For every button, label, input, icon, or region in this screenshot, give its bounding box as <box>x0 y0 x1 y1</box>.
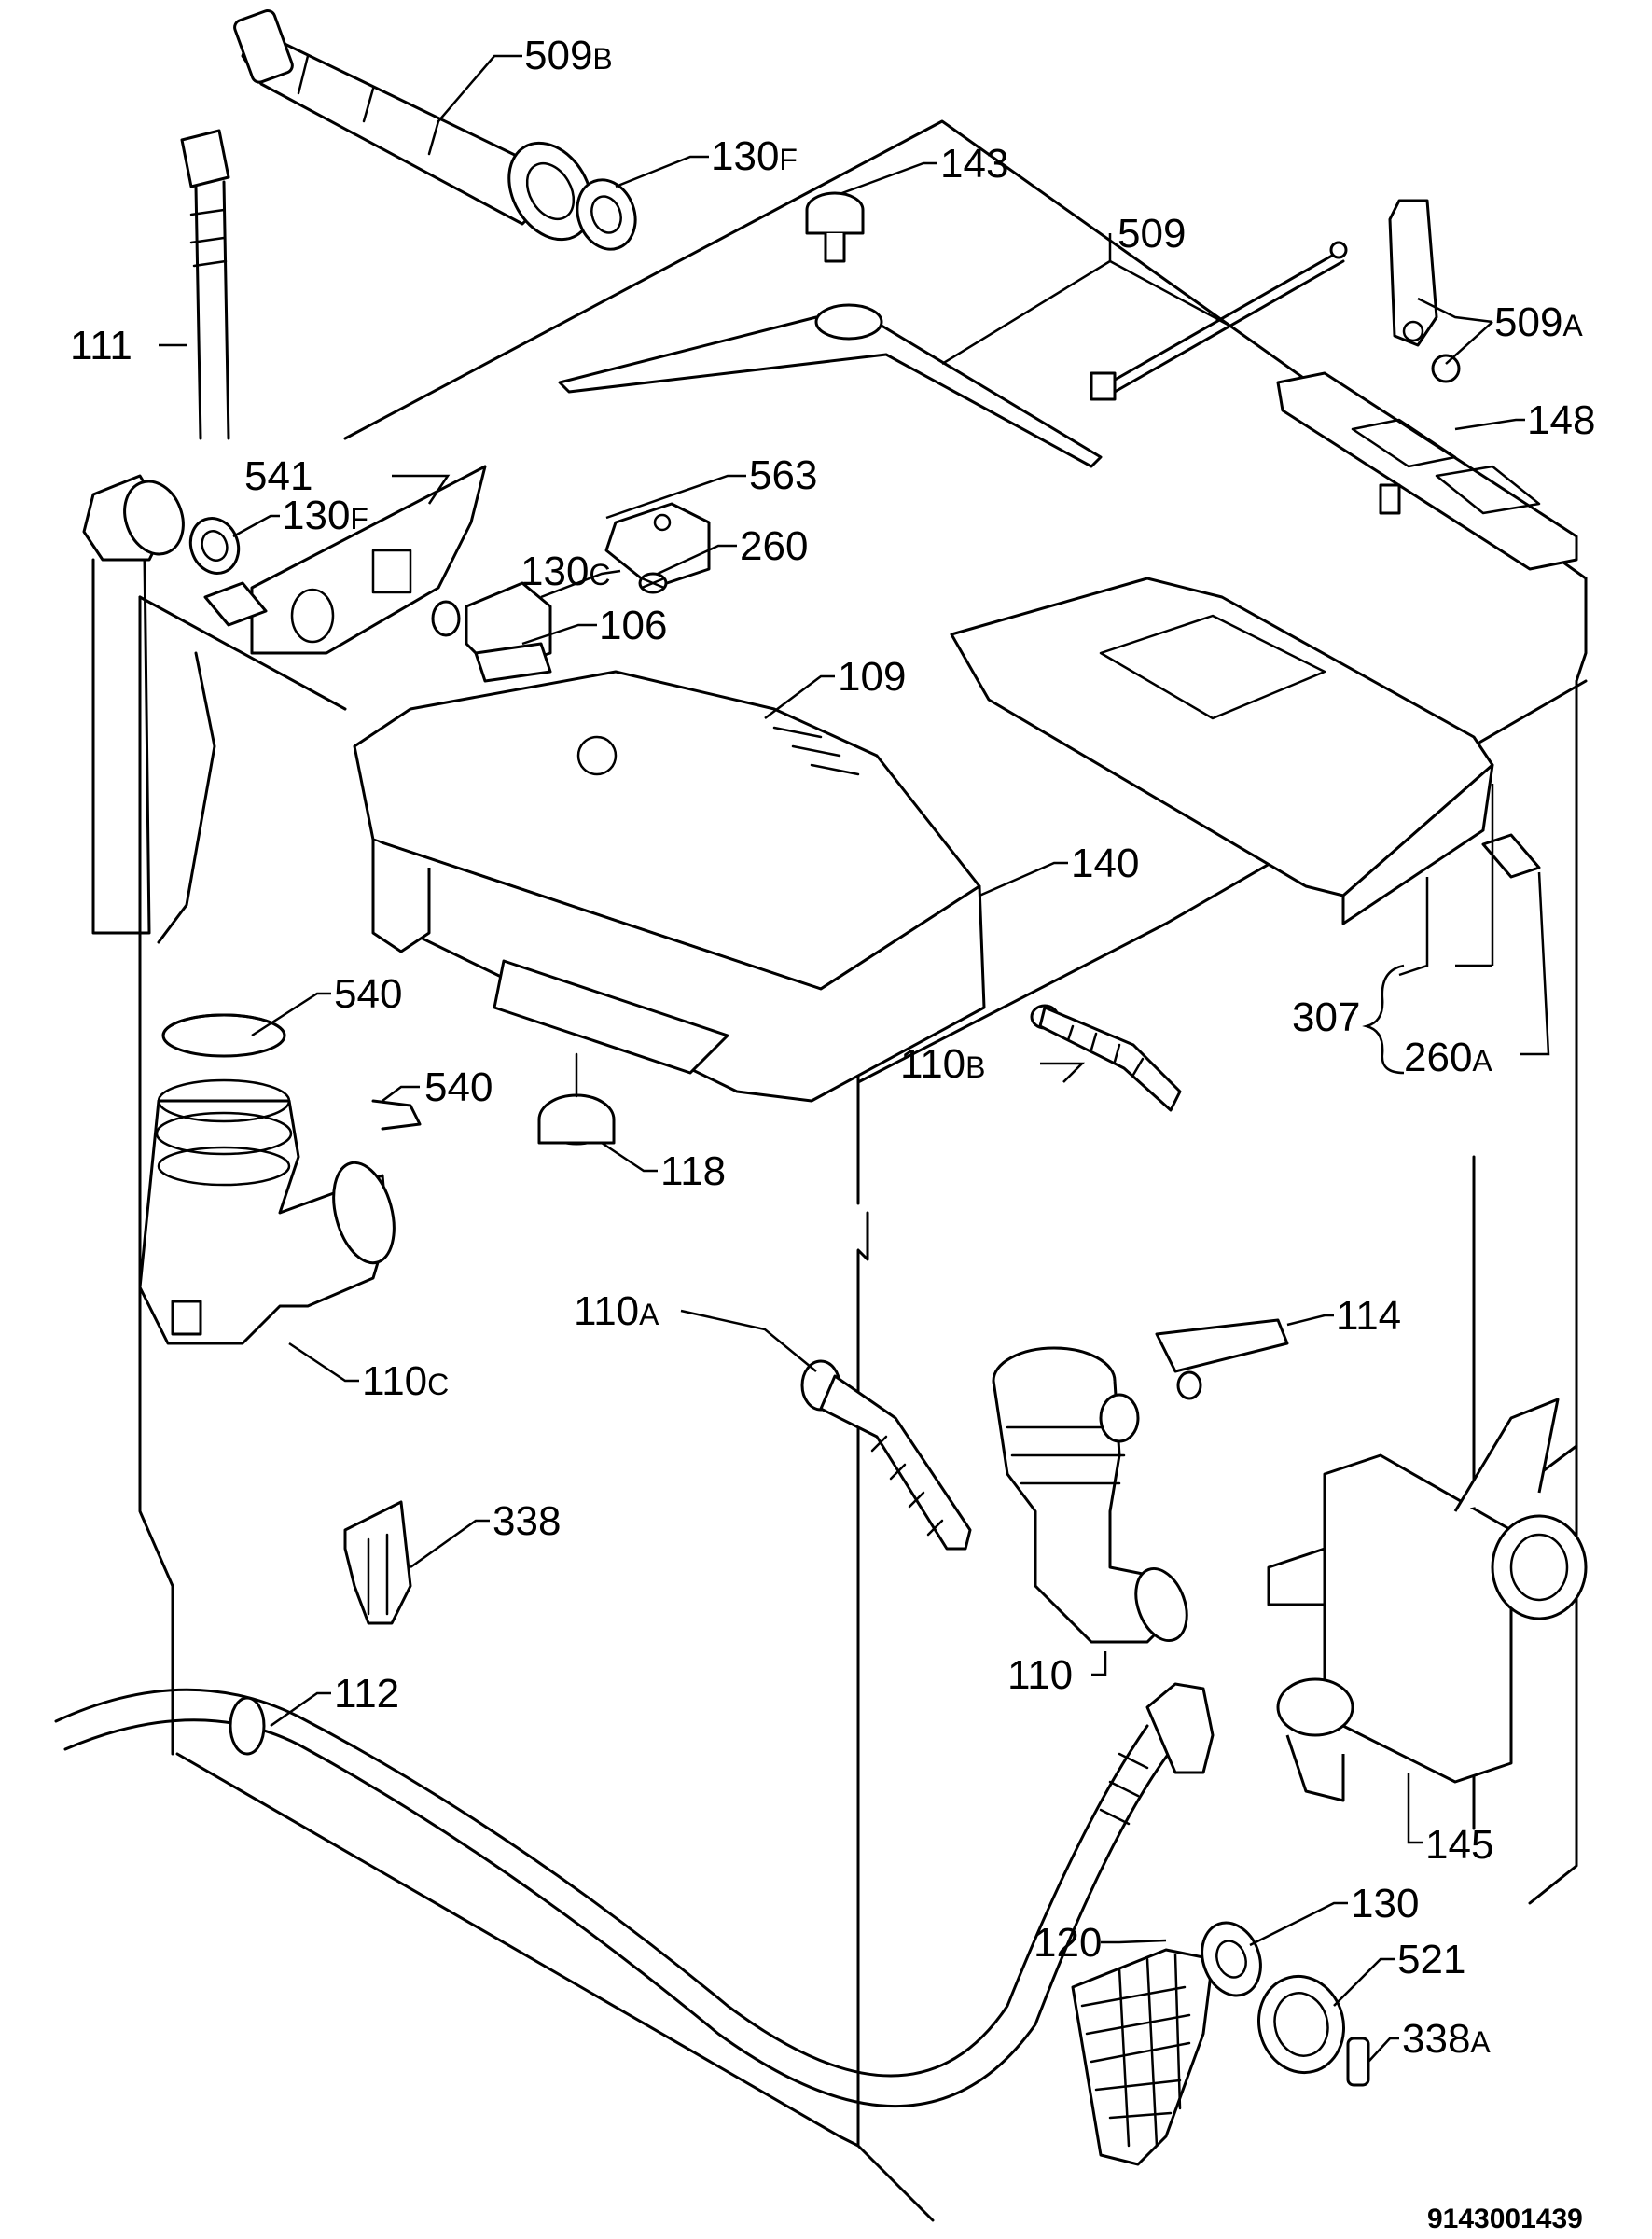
label-540b: 540 <box>424 1064 493 1110</box>
label-120: 120 <box>1034 1920 1102 1966</box>
label-109: 109 <box>838 654 906 700</box>
part-120-filter <box>1071 1948 1215 2166</box>
label-540a: 540 <box>334 971 402 1017</box>
label-338a: 338A <box>1402 2016 1491 2062</box>
label-521: 521 <box>1397 1937 1465 1982</box>
part-541-cover-plate <box>203 465 487 655</box>
label-541: 541 <box>244 453 312 499</box>
brace-307 <box>1362 964 1405 1075</box>
part-143-knob <box>805 191 865 263</box>
part-labels: 509B 130F 143 509 509A 111 148 541 130F … <box>70 33 1595 2234</box>
label-140: 140 <box>1071 841 1139 886</box>
part-130f-mid-gasket-inner <box>201 530 229 562</box>
part-307-dispenser-drawer <box>950 577 1494 925</box>
label-338: 338 <box>493 1498 561 1544</box>
label-260a: 260A <box>1404 1035 1492 1080</box>
label-111: 111 <box>70 323 132 369</box>
part-563-cover <box>604 502 711 590</box>
label-110: 110 <box>1007 1652 1073 1698</box>
part-130-gasket <box>1201 1921 1262 1997</box>
part-140-dispenser-housing <box>371 838 986 1103</box>
part-148-dispenser-handle <box>1276 371 1578 571</box>
part-110c-bellows <box>138 1013 396 1345</box>
label-509: 509 <box>1118 211 1186 257</box>
part-521-filter-cap-inner <box>1273 1992 1329 2057</box>
label-307: 307 <box>1292 994 1360 1040</box>
part-130f-mid-gasket <box>188 517 241 575</box>
leader-lines <box>159 54 1550 2063</box>
label-148: 148 <box>1527 397 1595 443</box>
part-145-drain-pump <box>1267 1398 1588 1802</box>
label-509b: 509B <box>524 33 613 78</box>
label-110c: 110C <box>362 1358 449 1404</box>
part-114-pressure-switch <box>1155 1318 1289 1400</box>
part-110-sump-hose <box>992 1346 1188 1644</box>
part-111-inlet-hose <box>180 129 230 440</box>
part-521-filter-cap <box>1256 1974 1346 2075</box>
part-260-spring <box>638 572 668 594</box>
part-338a-clip <box>1346 2037 1370 2087</box>
label-145: 145 <box>1425 1822 1493 1868</box>
part-106-solenoid <box>465 581 552 683</box>
part-509-lever <box>558 241 1348 468</box>
label-563: 563 <box>749 452 817 498</box>
part-110a-hose <box>800 1359 972 1551</box>
label-114: 114 <box>1336 1293 1401 1339</box>
drawing-code: 9143001439 <box>1427 2204 1583 2234</box>
part-260a-clip <box>1481 833 1541 879</box>
label-106: 106 <box>599 603 667 648</box>
part-509b-inlet-pipe <box>233 8 593 242</box>
label-130c: 130C <box>521 549 611 594</box>
part-130c-seal <box>431 600 461 637</box>
label-143: 143 <box>940 141 1008 187</box>
part-130f-top-gasket <box>576 178 637 251</box>
part-118-knob <box>537 1052 616 1146</box>
part-112-drain-hose <box>54 1682 1215 2108</box>
part-elbow-hose <box>82 474 216 944</box>
part-338-clip <box>343 1500 412 1625</box>
part-130-gasket-inner <box>1215 1940 1247 1979</box>
label-509a: 509A <box>1494 299 1583 345</box>
label-260: 260 <box>740 523 808 569</box>
label-112: 112 <box>334 1671 399 1717</box>
label-130f-top: 130F <box>711 133 798 179</box>
label-110a: 110A <box>574 1288 659 1334</box>
label-118: 118 <box>660 1148 726 1194</box>
label-130f-mid: 130F <box>282 493 368 538</box>
part-130f-top-gasket-inner <box>590 195 622 234</box>
label-110b: 110B <box>900 1041 986 1087</box>
part-110b-hose <box>1030 1004 1182 1112</box>
part-509a-bracket <box>1388 199 1461 383</box>
part-540b-clamp <box>371 1099 422 1131</box>
part-540a-clamp <box>161 1013 286 1037</box>
label-130: 130 <box>1351 1881 1419 1926</box>
